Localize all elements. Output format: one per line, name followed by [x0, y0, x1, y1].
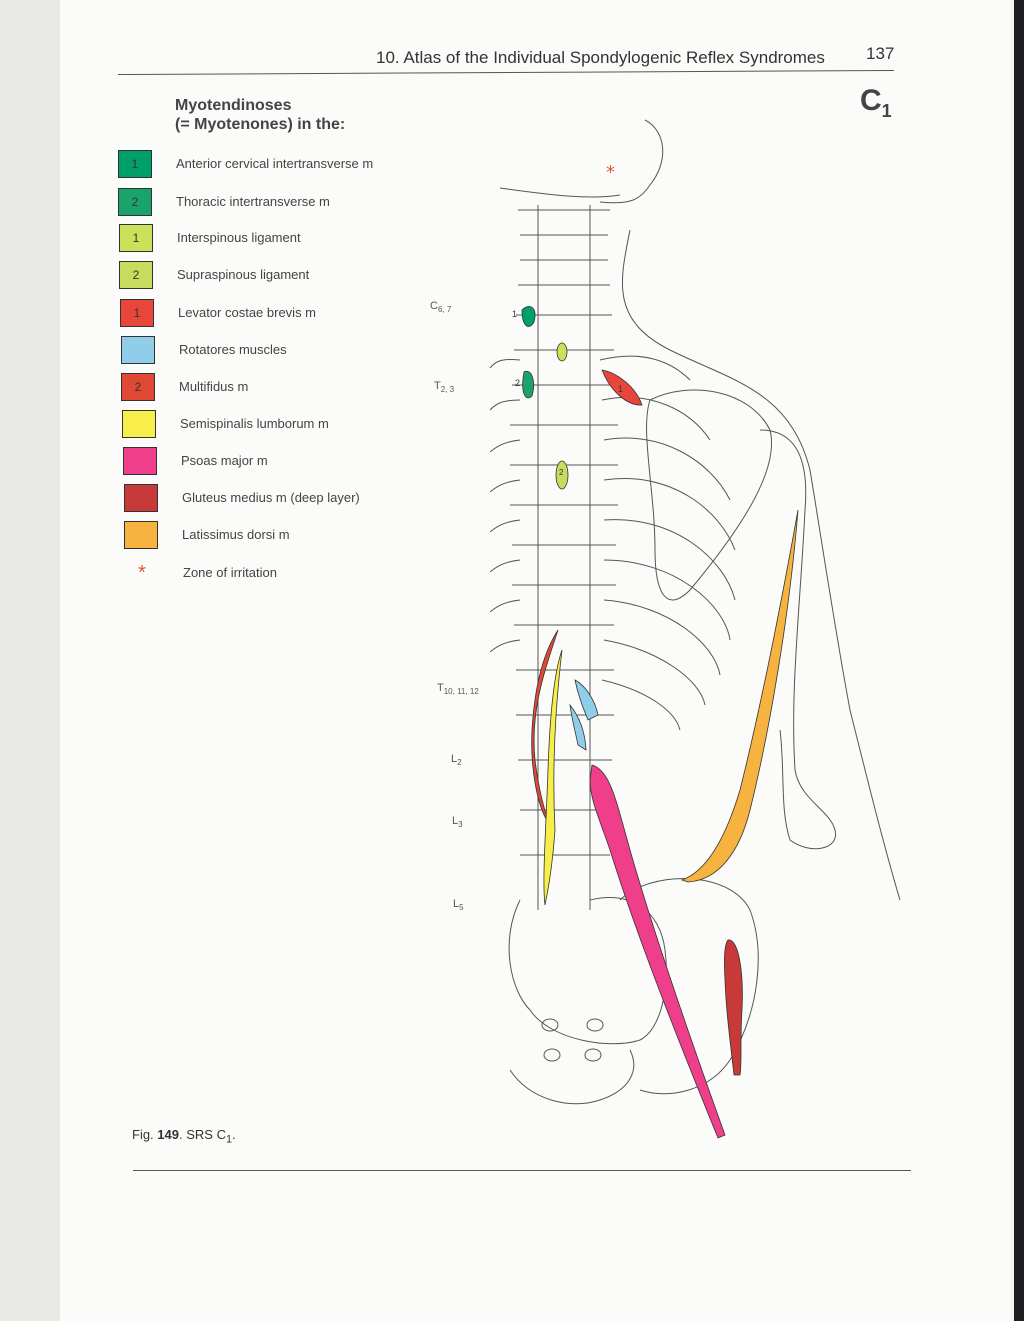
level-label-t101112: T10, 11, 12 [437, 682, 479, 696]
section-id: C1 [860, 84, 892, 122]
book-page [60, 0, 1010, 1321]
pubic-region [509, 1049, 635, 1105]
scan-edge [1014, 0, 1024, 1321]
legend-label: Zone of irritation [183, 565, 277, 580]
spine-anatomy-illustration: * 1 2 1 2 [490, 119, 901, 1139]
page-number: 137 [866, 44, 895, 63]
legend-label: Psoas major m [181, 453, 268, 468]
supraspinous-ligament-marker [555, 460, 569, 490]
marker-number: 2 [559, 468, 564, 477]
marker-number: 1 [618, 384, 623, 394]
torso-outline [621, 229, 901, 901]
sacral-foramen [543, 1048, 561, 1062]
figure-number: 149 [157, 1127, 179, 1142]
legend-swatch: 2 [121, 373, 155, 401]
level-sub: 2 [457, 758, 462, 768]
sacral-foramen [584, 1048, 602, 1062]
scapula [646, 389, 772, 601]
legend-swatch [123, 447, 157, 475]
caption-end: . [232, 1127, 236, 1142]
legend-label: Multifidus m [179, 379, 249, 394]
interspinous-ligament-marker [556, 342, 568, 362]
legend-label: Semispinalis lumborum m [180, 416, 329, 431]
level-letter: L [453, 898, 460, 910]
sacral-foramen [586, 1018, 604, 1032]
legend-label: Supraspinous ligament [177, 267, 310, 282]
caption-sub: 1 [225, 1133, 232, 1146]
sacrum [508, 896, 667, 1045]
neck-outline [599, 119, 664, 204]
level-sub: 2, 3 [440, 385, 455, 395]
level-letter: L [452, 815, 459, 827]
section-id-letter: C [860, 84, 882, 117]
sacral-foramen [541, 1018, 559, 1032]
rotatores-muscles-marker [569, 703, 587, 751]
levator-costae-brevis-marker [601, 369, 643, 406]
level-sub: 10, 11, 12 [443, 687, 479, 697]
legend-label: Levator costae brevis m [178, 305, 317, 320]
legend-label: Anterior cervical intertransverse m [176, 156, 374, 171]
rotatores-muscles-marker [574, 679, 599, 721]
legend-swatch [124, 521, 158, 549]
shoulder-line [499, 187, 621, 198]
level-label-l5: L5 [453, 898, 464, 912]
legend-title-line1: Myotendinoses [175, 97, 292, 114]
running-head: 10. Atlas of the Individual Spondylogeni… [376, 48, 825, 67]
level-label-c67: C6, 7 [430, 300, 451, 314]
semispinalis-lumborum-marker [543, 649, 563, 906]
asterisk-icon: * [138, 562, 146, 584]
legend-label: Thoracic intertransverse m [176, 194, 330, 209]
figure-caption: Fig. 149. SRS C1. [132, 1127, 236, 1146]
ribs [490, 355, 736, 731]
level-letter: T [437, 682, 444, 694]
caption-text: . SRS C [179, 1127, 226, 1142]
level-sub: 3 [458, 820, 463, 830]
thoracic-intertransverse-marker [522, 370, 534, 399]
level-letter: C [430, 300, 438, 312]
legend-title: Myotendinoses (= Myotenones) in the: [175, 96, 345, 134]
level-label-l3: L3 [452, 815, 463, 829]
legend-swatch: 1 [118, 150, 152, 178]
legend-swatch: 1 [119, 224, 153, 252]
caption-prefix: Fig. [132, 1127, 154, 1142]
level-letter: T [434, 380, 441, 392]
irritation-zone-asterisk: * [606, 162, 615, 183]
level-label-t23: T2, 3 [434, 380, 454, 394]
legend-label: Gluteus medius m (deep layer) [182, 490, 360, 505]
gluteus-medius-marker [724, 939, 743, 1076]
legend-swatch [124, 484, 158, 512]
humerus [759, 429, 836, 850]
page-gutter [0, 0, 61, 1321]
latissimus-dorsi-marker [680, 509, 799, 883]
legend-swatch [122, 410, 156, 438]
footer-rule [133, 1170, 911, 1171]
legend-title-line2: (= Myotenones) in the: [175, 116, 346, 133]
legend-label: Rotatores muscles [179, 342, 287, 357]
level-label-l2: L2 [451, 753, 462, 767]
marker-number: 1 [512, 309, 517, 319]
legend-swatch: 1 [120, 299, 154, 327]
anterior-cervical-intertransverse-marker [521, 306, 536, 327]
level-sub: 5 [459, 903, 464, 913]
legend-swatch: 2 [118, 188, 152, 216]
legend-swatch [121, 336, 155, 364]
legend-label: Interspinous ligament [177, 230, 301, 245]
section-id-sub: 1 [881, 101, 892, 121]
legend-label: Latissimus dorsi m [182, 527, 290, 542]
level-letter: L [451, 753, 458, 765]
level-sub: 6, 7 [437, 305, 452, 315]
psoas-major-marker [589, 764, 726, 1139]
marker-number: 2 [515, 378, 520, 388]
legend-swatch: 2 [119, 261, 153, 289]
